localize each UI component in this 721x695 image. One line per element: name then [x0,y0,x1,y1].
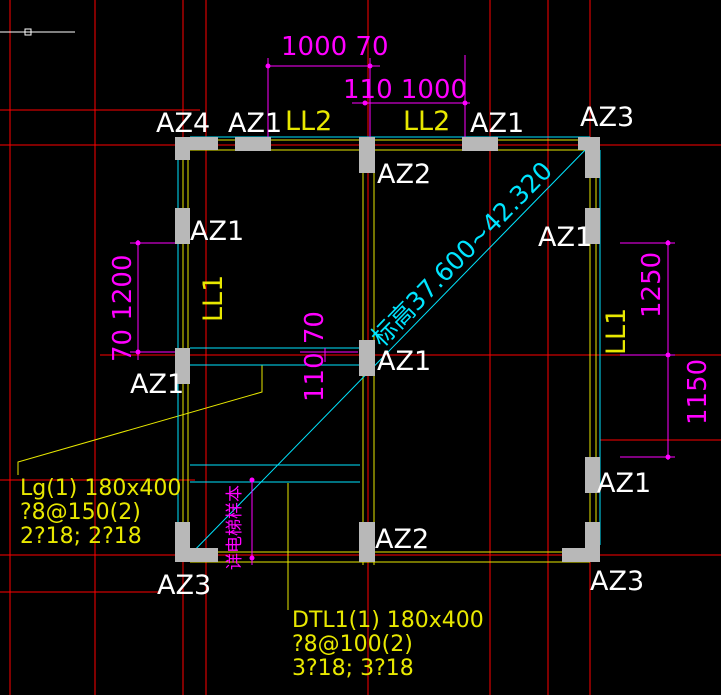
dtl-line3: 3?18; 3?18 [292,656,414,681]
label-az4: AZ4 [156,108,210,139]
columns [175,137,600,562]
dim-center: 110 70 [300,311,330,402]
dim-top-upper: 1000 70 [281,32,389,62]
column-az3-bl [175,522,218,562]
dtl-line1: DTL1(1) 180x400 [292,608,484,633]
dim-top-lower: 110 1000 [343,75,467,105]
column-az3-tr [578,137,600,178]
column-label-group: AZ4 AZ1 AZ1 AZ3 AZ2 AZ1 AZ1 AZ1 AZ1 AZ1 … [130,102,651,601]
column-az1-left-mid [175,348,190,384]
dimension-label-group: 1000 70 110 1000 70 1200 110 70 1250 115… [108,32,713,425]
stair-label: 详电梯样本 [225,485,245,570]
label-ll1-right: LL1 [601,308,632,355]
column-az2-bottom [359,522,375,562]
dimension-lines [130,55,675,565]
dtl-line2: ?8@100(2) [292,632,413,657]
lg-line3: 2?18; 2?18 [20,524,142,549]
label-az2-bottom: AZ2 [375,524,429,555]
label-az3-tr: AZ3 [580,102,634,133]
column-az2-top [359,137,375,173]
column-az1-right-upper [585,208,600,244]
leader-lg [17,365,263,475]
label-ll2-left: LL2 [285,106,332,137]
label-az2-top: AZ2 [377,159,431,190]
label-az3-bl: AZ3 [157,570,211,601]
column-az1-top [235,137,271,151]
dim-right-upper: 1250 [637,252,667,318]
column-az4 [175,137,218,160]
label-ll1-left: LL1 [198,275,229,322]
label-az1-right-lower: AZ1 [597,468,651,499]
lg-line2: ?8@150(2) [20,500,141,525]
label-az1-right-upper: AZ1 [538,222,592,253]
label-ll2-right: LL2 [403,106,450,137]
label-az1-center: AZ1 [377,346,431,377]
label-az3-br: AZ3 [590,566,644,597]
label-az1-top-right: AZ1 [470,108,524,139]
column-az3-br [562,522,600,562]
dim-right-lower: 1150 [683,359,713,425]
column-az1-left-upper [175,208,190,244]
dimension-ticks [135,63,671,561]
beam-label-group: LL2 LL2 LL1 LL1 [198,106,632,355]
label-az1-left-upper: AZ1 [190,216,244,247]
label-az1-top: AZ1 [228,108,282,139]
column-az1-center [359,340,375,376]
ucs-marker [0,28,75,36]
lg-line1: Lg(1) 180x400 [20,476,181,501]
column-az1-top-right [462,137,498,151]
column-az1-right-lower [585,457,600,493]
dim-left: 70 1200 [108,254,138,362]
annotation-group: Lg(1) 180x400 ?8@150(2) 2?18; 2?18 DTL1(… [20,476,484,681]
label-az1-left-mid: AZ1 [130,369,184,400]
